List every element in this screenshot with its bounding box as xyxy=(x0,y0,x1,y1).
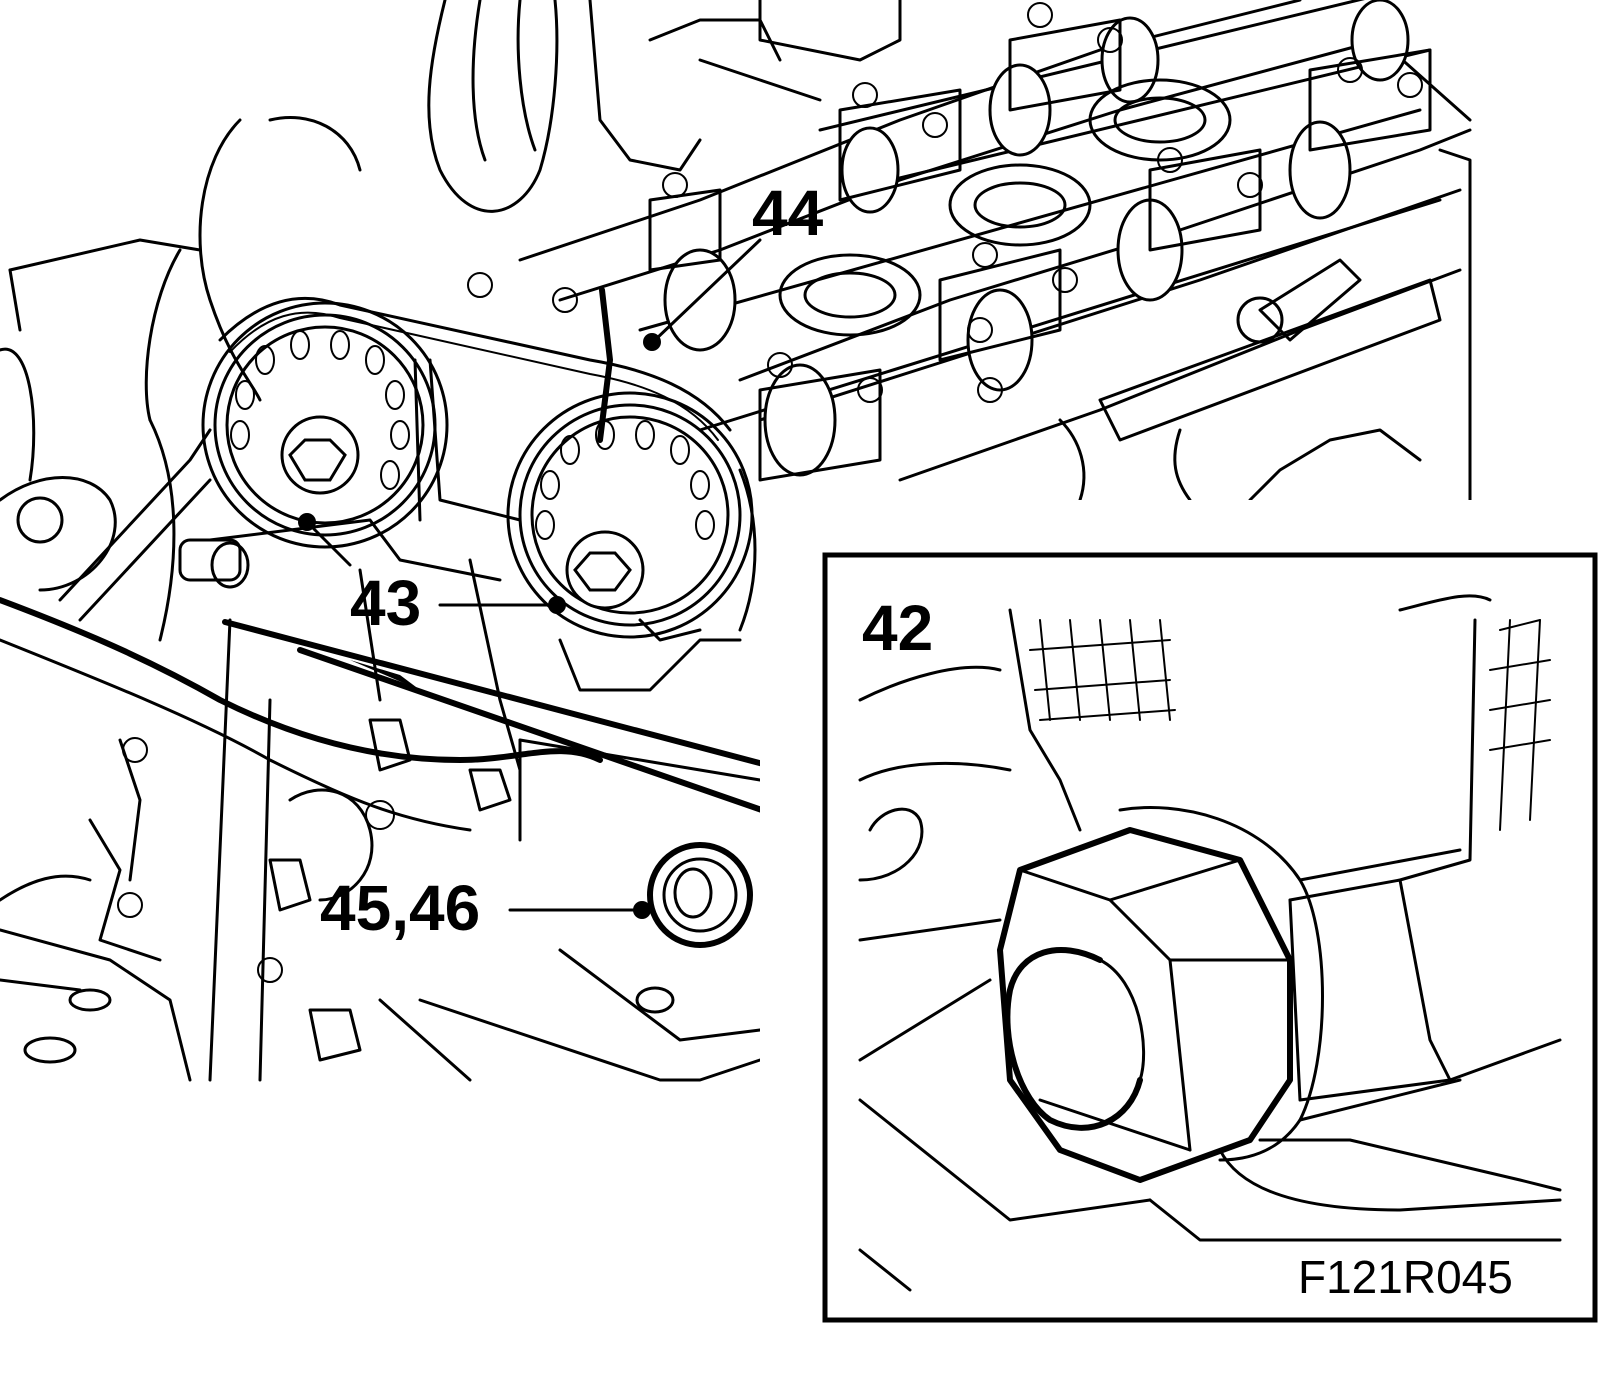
callout-leaders xyxy=(298,238,762,919)
camshaft-assembly xyxy=(467,0,1442,482)
callout-45-46: 45,46 xyxy=(320,872,480,944)
callout-42: 42 xyxy=(862,592,933,664)
callout-43: 43 xyxy=(350,567,421,639)
callout-44: 44 xyxy=(752,177,824,249)
engine-background-lines xyxy=(8,0,1472,502)
timing-sprockets xyxy=(201,287,757,639)
figure-code: F121R045 xyxy=(1298,1251,1513,1303)
inset-leader-line xyxy=(222,619,808,778)
detail-inset xyxy=(822,552,1598,1323)
engine-block xyxy=(0,347,762,1082)
